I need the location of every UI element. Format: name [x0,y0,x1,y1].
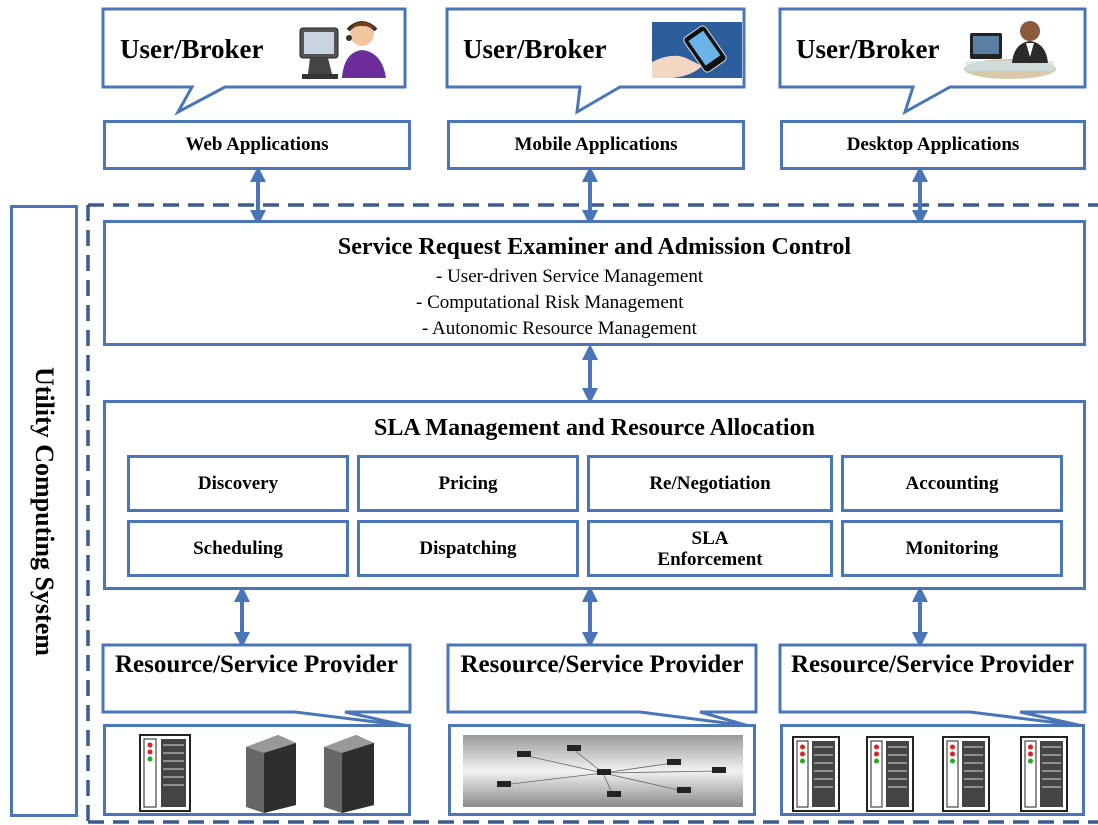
server-racks-icon [139,734,374,813]
provider-label-2: Resource/Service Provider [460,651,744,678]
user-at-desktop-icon [964,21,1056,79]
system-label: Utility Computing System [30,366,59,656]
user-callout-3 [778,7,1087,116]
provider-callout-3 [778,643,1087,728]
sla-cell-renegotiation: Re/Negotiation [587,455,833,512]
web-applications-box: Web Applications [103,120,411,170]
sla-cell-scheduling: Scheduling [127,520,349,577]
web-applications-label: Web Applications [185,134,329,155]
smartphone-in-hand-icon [652,22,742,78]
network-map-icon [463,735,743,807]
user-label-1: User/Broker [120,34,264,64]
examiner-title: Service Request Examiner and Admission C… [337,234,852,260]
system-side-panel: Utility Computing System [10,205,78,817]
sla-cell-sla-enforcement: SLA Enforcement [587,520,833,577]
sla-cell-monitoring: Monitoring [841,520,1063,577]
sla-cell-pricing: Pricing [357,455,579,512]
provider-label-3: Resource/Service Provider [790,651,1074,678]
provider-label-1: Resource/Service Provider [114,651,398,678]
user-label-2: User/Broker [463,34,607,64]
user-label-3: User/Broker [796,34,940,64]
desktop-applications-box: Desktop Applications [780,120,1086,170]
provider-resources-box-1 [103,724,411,816]
provider-callout-1 [101,643,412,728]
server-racks-icon [792,736,1068,812]
user-at-web-terminal-icon [299,21,386,79]
sla-cell-discovery: Discovery [127,455,349,512]
desktop-applications-label: Desktop Applications [846,134,1020,155]
mobile-applications-label: Mobile Applications [514,134,678,155]
mobile-applications-box: Mobile Applications [447,120,745,170]
provider-callout-2 [446,643,758,728]
sla-cell-accounting: Accounting [841,455,1063,512]
provider-resources-box-3 [780,724,1085,816]
examiner-line-1: - User-driven Service Management [436,266,704,287]
examiner-line-3: - Autonomic Resource Management [422,318,697,339]
service-request-examiner-box: Service Request Examiner and Admission C… [103,220,1086,346]
provider-resources-box-2 [448,724,756,816]
sla-cell-dispatching: Dispatching [357,520,579,577]
sla-title: SLA Management and Resource Allocation [374,415,815,441]
examiner-line-2: - Computational Risk Management [416,292,684,313]
